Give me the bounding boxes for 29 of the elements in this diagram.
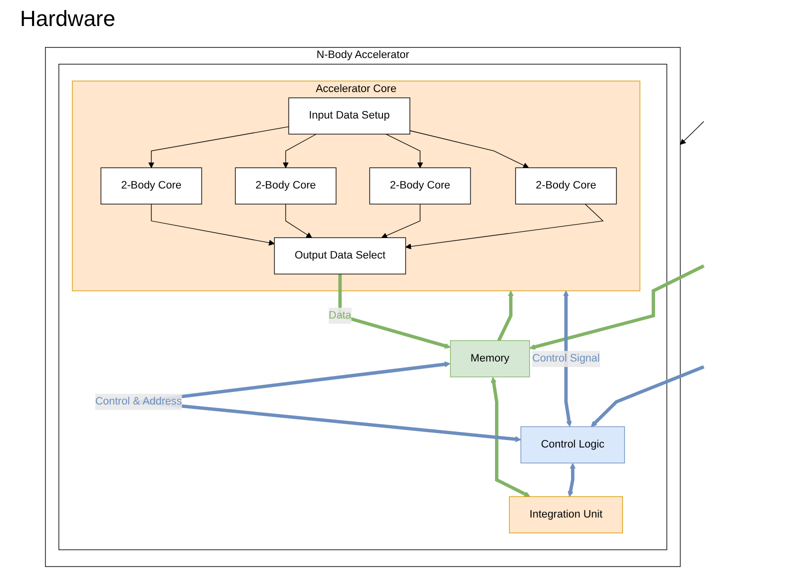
node-box: 2-Body Core <box>100 167 202 204</box>
edge-label: Data <box>328 310 352 322</box>
edge-label: Control Signal <box>532 352 600 364</box>
arrow <box>286 204 312 238</box>
arrow <box>338 274 451 349</box>
node-box: 2-Body Core <box>235 167 337 204</box>
arrow <box>382 204 421 238</box>
node-box: Integration Unit <box>509 496 624 534</box>
node-box: 2-Body Core <box>370 167 472 204</box>
edge-label: Control & Address <box>95 396 182 408</box>
arrow <box>568 463 576 497</box>
arrow <box>591 365 705 427</box>
node-box: Output Data Select <box>274 237 406 274</box>
node-box: Memory <box>450 340 530 378</box>
arrow <box>530 264 705 350</box>
arrow <box>282 134 317 168</box>
arrow <box>386 134 424 168</box>
node-box: Input Data Setup <box>288 98 410 134</box>
arrow <box>406 204 604 250</box>
arrow <box>680 121 704 145</box>
diagram-title: Hardware <box>20 6 116 32</box>
arrow <box>497 290 514 342</box>
arrow <box>151 204 275 246</box>
node-box: Control Logic <box>520 426 626 464</box>
node-box: 2-Body Core <box>515 167 617 204</box>
arrow <box>410 130 530 168</box>
arrow <box>490 376 530 497</box>
arrow <box>563 290 572 427</box>
arrow <box>148 126 290 168</box>
